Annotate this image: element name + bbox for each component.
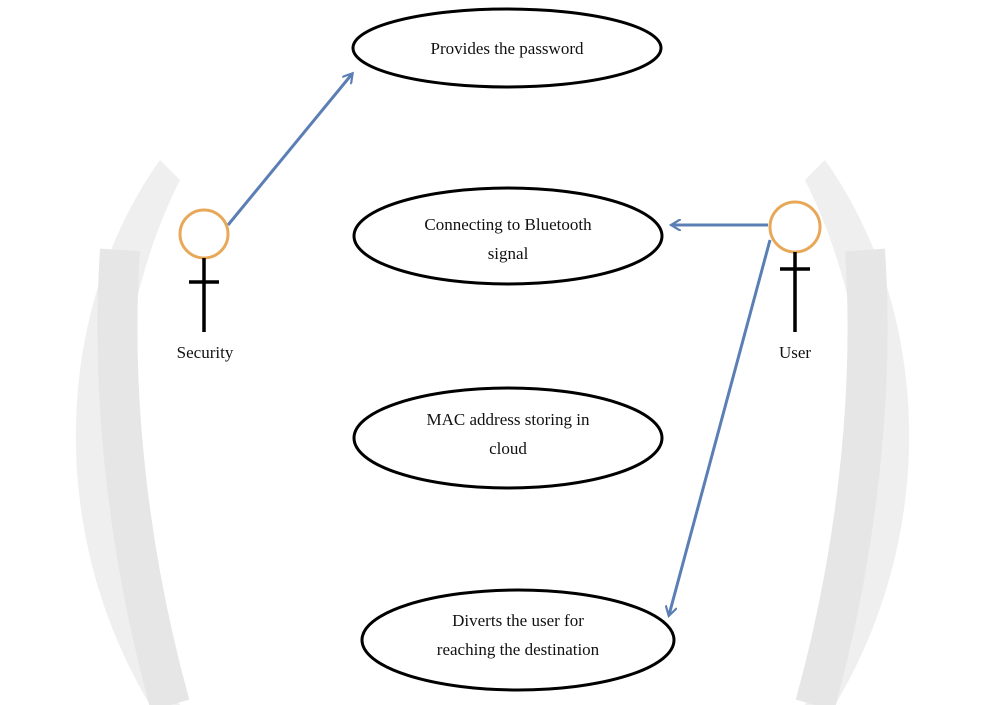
use-case-connecting-bluetooth: Connecting to Bluetooth signal [352,186,664,286]
use-case-label: signal [488,244,529,263]
use-case-provides-password: Provides the password [351,7,663,89]
association-user-divert [669,239,772,615]
use-case-label: Connecting to Bluetooth [424,215,592,234]
use-case-label: cloud [489,439,527,458]
use-case-label: Diverts the user for [452,611,584,630]
use-case-label: Provides the password [431,39,584,58]
use-case-label: reaching the destination [437,640,600,659]
actor-label-security: Security [177,343,234,362]
actor-head-icon [178,208,230,260]
use-case-diverts-user: Diverts the user for reaching the destin… [360,588,676,692]
actor-label-user: User [779,343,811,362]
watermark-seal [75,160,910,705]
actor-security: Security [177,208,234,362]
actor-head-icon [768,200,822,254]
use-case-label: MAC address storing in [427,410,590,429]
association-security-password [226,74,352,226]
use-case-mac-address-cloud: MAC address storing in cloud [352,386,664,490]
actor-user: User [768,200,822,362]
